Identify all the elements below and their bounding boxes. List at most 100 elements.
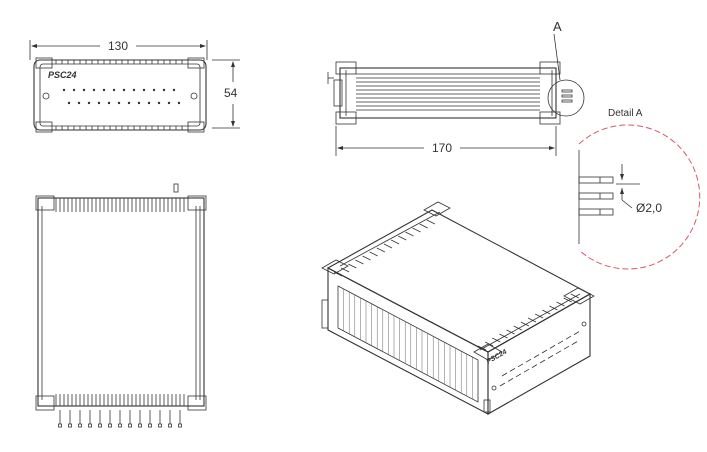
front-brand-label: PSC24 [48,70,77,80]
pin-tip [148,423,152,428]
pin-line [547,355,554,359]
top-view-pins [58,410,182,428]
pin-dot [87,101,91,105]
top-view [35,183,207,428]
pin-line [515,373,522,378]
fin-line [390,239,400,245]
pin-line [499,382,506,387]
fin-line [355,259,364,265]
pin-tip [98,423,102,428]
fin-line [549,305,558,311]
detail-marker-label: A [553,19,562,34]
fin-line [570,293,580,299]
iso-top-fins [333,219,580,351]
fin-line [534,313,544,319]
pin-tip [88,423,92,428]
fin-line [362,255,371,261]
fin-line [348,263,357,269]
screw-icon [190,92,198,100]
fin-line [484,341,494,347]
fin-line [520,321,530,327]
pin-dot [117,101,121,105]
pin-line [531,364,538,368]
pin-dot [107,101,111,105]
isometric-view: PSC24 [321,201,595,415]
pin-dot [67,101,71,105]
fin-line [426,219,436,225]
pin-line [573,331,580,335]
pin-tip [118,423,122,428]
pin-tip [128,423,132,428]
fin-line [405,231,414,237]
pin-dot [77,101,81,105]
pin-tip [58,423,62,428]
pin-dot [167,101,171,105]
fin-line [340,267,350,273]
fin-line [383,243,393,249]
pin-dot [112,88,116,92]
length-dimension-label: 170 [432,141,452,155]
pin-tip [138,423,142,428]
fin-line [563,297,572,303]
pin-diameter-label: Ø2,0 [636,201,662,215]
side-view-fins [356,73,540,111]
pin-line [555,350,562,355]
fin-line [527,317,537,323]
pin-line [539,359,546,364]
detail-a: Detail A Ø2,0 [578,108,701,270]
pin-dot [147,101,151,105]
iso-side-grille [337,286,473,400]
pin-tip [108,423,112,428]
pin-line [557,340,564,345]
pin-outline [578,208,614,216]
front-view-fins [55,60,183,130]
fin-line [369,251,378,257]
pin-dot [72,88,76,92]
pin-tip [178,423,182,428]
fin-line [513,325,522,331]
pin-dot [177,101,181,105]
pin-line [571,341,578,345]
detail-title: Detail A [608,108,643,119]
pin-line [523,368,530,373]
pin-line [533,354,540,358]
pin-outline [578,192,614,200]
fin-line [556,301,565,307]
pin-line [507,378,514,382]
fin-line [477,345,487,351]
pin-outline [578,176,614,184]
screw-icon [491,385,497,391]
fin-line [376,247,386,253]
pin-dot [92,88,96,92]
pin-dot [127,101,131,105]
pin-line [565,335,572,340]
pin-dot [132,88,136,92]
screw-icon [42,92,50,100]
iso-end-pins [499,331,580,387]
pin-tip [168,423,172,428]
detail-pins [578,176,614,216]
fin-line [506,329,515,335]
pin-line [501,372,508,377]
pin-line [525,358,532,363]
fin-line [398,235,407,241]
fin-line [492,337,501,343]
pin-line [509,368,516,372]
pin-dot [82,88,86,92]
pin-line [563,345,570,350]
fin-line [419,223,428,229]
top-view-fins [55,198,185,406]
pin-line [549,345,556,349]
pin-dot [102,88,106,92]
detail-circle [578,124,701,270]
pin-dot [172,88,176,92]
fin-line [412,227,421,233]
pin-tip [158,423,162,428]
fin-line [333,271,343,277]
front-view: 130 54 PSC24 [29,39,240,133]
pin-dot [122,88,126,92]
pin-dot [152,88,156,92]
width-dimension-label: 130 [108,39,128,53]
pin-tip [68,423,72,428]
